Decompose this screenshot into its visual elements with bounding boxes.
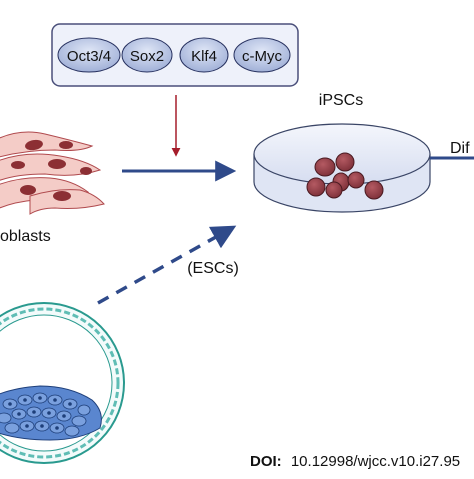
fibroblast-cells-image	[0, 131, 105, 215]
factor-pill-cmyc: c-Myc	[233, 37, 291, 73]
factor-box-frame	[51, 23, 299, 87]
transcription-factor-box: Oct3/4 Sox2 Klf4 c-Myc	[51, 23, 299, 87]
factor-pill-oct34: Oct3/4	[57, 37, 121, 73]
ipscs-label: iPSCs	[319, 92, 363, 109]
doi-prefix: DOI:	[250, 453, 282, 470]
escs-dashed-arrow	[97, 225, 237, 305]
fibroblasts-label: oblasts	[0, 228, 51, 245]
doi-line: DOI: 10.12998/wjcc.v10.i27.95	[250, 453, 460, 470]
factor-label-cmyc: c-Myc	[242, 48, 282, 65]
escs-label: (ESCs)	[187, 260, 239, 277]
factor-pill-sox2: Sox2	[121, 37, 173, 73]
factor-label-oct34: Oct3/4	[67, 48, 111, 65]
doi-value: 10.12998/wjcc.v10.i27.95	[291, 453, 460, 470]
blastocyst-image	[0, 302, 125, 464]
ipsc-cluster	[306, 152, 384, 200]
factor-pill-klf4: Klf4	[179, 37, 229, 73]
factor-label-klf4: Klf4	[191, 48, 217, 65]
differentiation-label: Dif	[450, 140, 470, 157]
factor-label-sox2: Sox2	[130, 48, 164, 65]
